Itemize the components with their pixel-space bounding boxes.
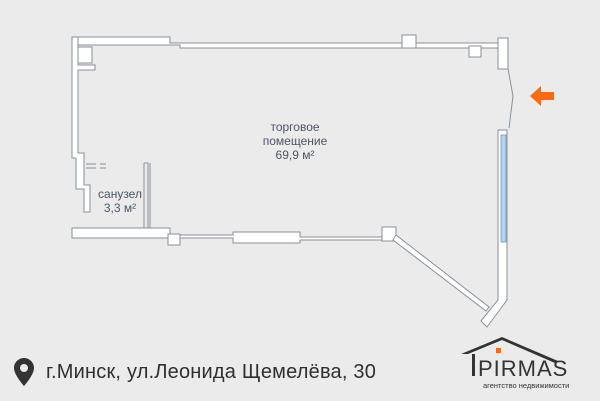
column-top-right	[497, 37, 509, 70]
wall-left	[71, 36, 96, 213]
house-icon: PIRMAS	[461, 337, 568, 381]
room-label-bathroom: санузел 3,3 м²	[90, 187, 150, 215]
wall-right	[480, 129, 508, 328]
arrow-left-icon	[530, 86, 554, 106]
room-name-line2: помещение	[262, 134, 328, 148]
logo: PIRMAS агентство недвижимости	[458, 336, 598, 396]
room-name: санузел	[98, 187, 142, 201]
wall-bottom	[71, 227, 383, 244]
logo-brand: PIRMAS	[478, 356, 568, 381]
room-name-line1: торговое	[270, 120, 320, 134]
window	[500, 134, 507, 243]
map-pin-icon	[14, 358, 34, 386]
address-text: г.Минск, ул.Леонида Щемелёва, 30	[46, 360, 377, 383]
column-top-middle	[401, 34, 417, 49]
partition-bathroom	[143, 162, 151, 228]
room-area: 3,3 м²	[103, 201, 137, 215]
wall-diagonal	[392, 234, 490, 312]
duct-lines	[86, 163, 106, 169]
column-bottom	[167, 233, 181, 246]
column-bottom-right	[381, 226, 397, 242]
address: г.Минск, ул.Леонида Щемелёва, 30	[14, 358, 376, 386]
door-entrance	[507, 68, 514, 129]
floor-plan	[71, 34, 554, 328]
room-area: 69,9 м²	[275, 148, 315, 162]
column-top-left	[76, 46, 93, 64]
room-label-main: торговое помещение 69,9 м²	[245, 120, 345, 162]
column-top-niche	[468, 45, 482, 58]
logo-tagline: агентство недвижимости	[483, 381, 570, 390]
wall-top	[71, 36, 506, 49]
